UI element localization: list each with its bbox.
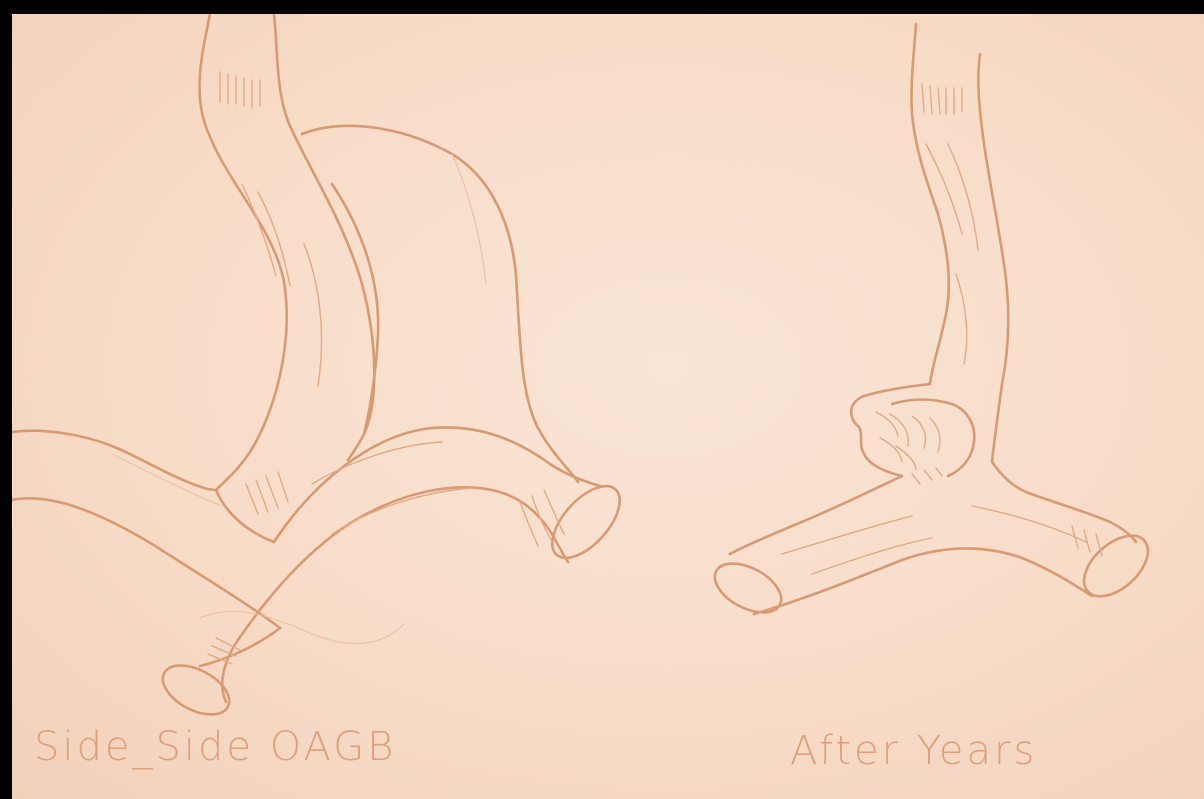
right-diagram [707, 24, 1159, 623]
right-gastric-pouch [911, 24, 1008, 462]
sketch-paper: Side_Side OAGB After Years [12, 14, 1204, 799]
left-jejunal-loop [234, 427, 632, 646]
left-diagram [12, 14, 632, 725]
caption-side-side-oagb: Side_Side OAGB [34, 724, 396, 770]
left-afferent-limb [12, 431, 280, 628]
right-jejunal-limb [707, 462, 1159, 623]
caption-after-years: After Years [790, 728, 1037, 774]
right-dilated-segment [851, 384, 974, 484]
sketch-canvas [12, 14, 1204, 799]
left-common-limb [155, 611, 404, 724]
